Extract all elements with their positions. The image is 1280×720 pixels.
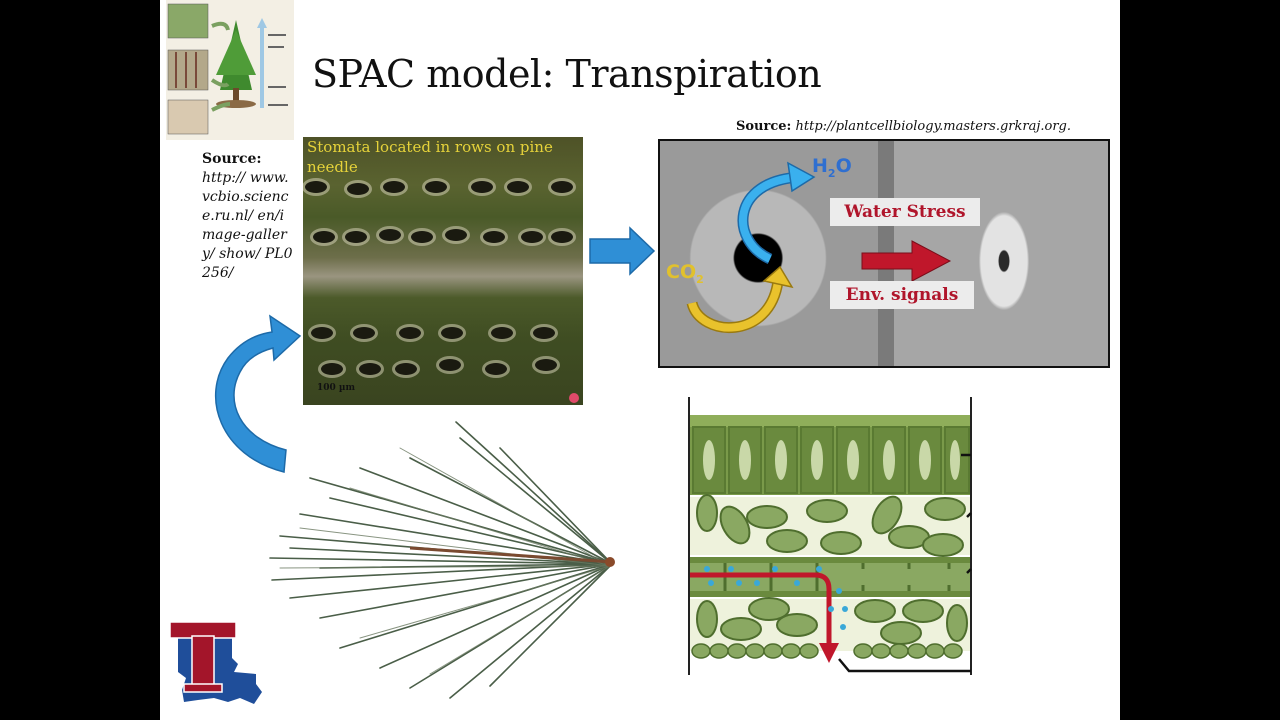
stomata-sem-image: H2O CO2 Water Stress Env. signals (658, 139, 1110, 368)
co2-label: CO2 (666, 261, 704, 286)
spac-tree-diagram-image (166, 0, 294, 140)
source-label: Source: (202, 151, 262, 167)
source-url: http:// www.vcbio.science.ru.nl/ en/imag… (202, 170, 293, 281)
page-title: SPAC model: Transpiration (312, 52, 822, 96)
env-signals-label: Env. signals (830, 281, 974, 309)
source-citation-right: Source: http://plantcellbiology.masters.… (736, 119, 1071, 134)
scale-bar-label: 100 µm (317, 383, 356, 393)
curved-arrow-icon (200, 306, 304, 476)
stomata-caption: Stomata located in rows on pine needle (307, 138, 553, 176)
leaf-cross-section-diagram (687, 397, 973, 675)
university-logo (168, 618, 266, 710)
water-stress-label: Water Stress (830, 198, 980, 226)
h2o-label: H2O (812, 155, 852, 180)
source-citation-left: Source: http:// www.vcbio.science.ru.nl/… (202, 150, 294, 283)
source-label: Source: (736, 119, 792, 134)
right-arrow-icon (588, 226, 658, 276)
stomata-micrograph-image: Stomata located in rows on pine needle 1… (303, 137, 583, 405)
slide: SPAC model: Transpiration Source: http:/… (160, 0, 1120, 720)
pine-branch-image (260, 418, 620, 708)
source-url: http://plantcellbiology.masters.grkraj.o… (795, 119, 1071, 134)
corner-logo-icon (569, 393, 579, 403)
